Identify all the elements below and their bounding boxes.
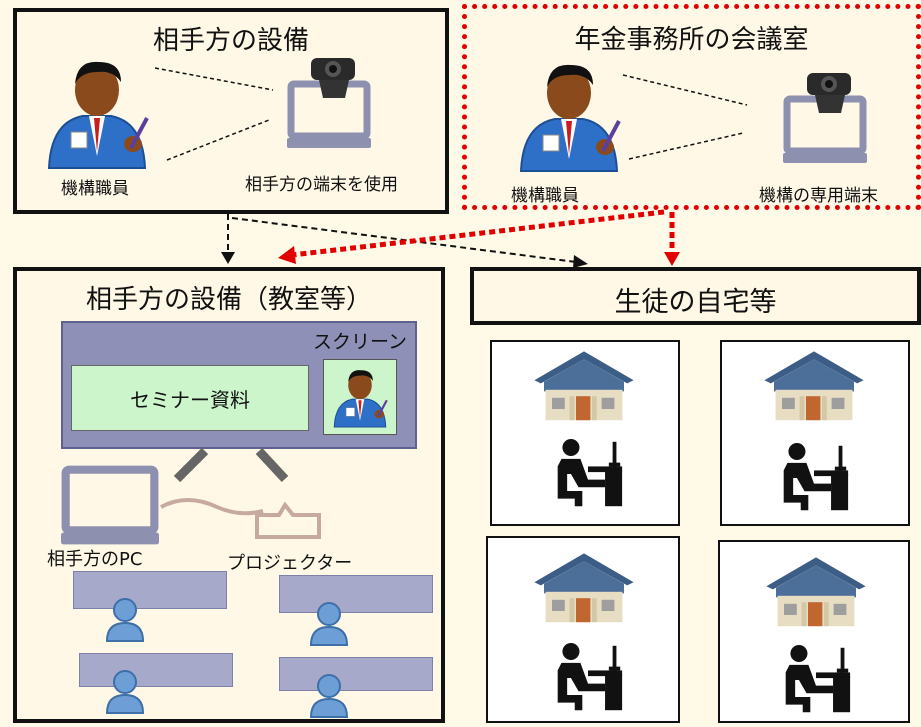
screen: スクリーン セミナー資料 — [61, 321, 417, 449]
desk-bar — [279, 575, 433, 613]
projector-icon — [255, 501, 321, 539]
partner-equipment-box: 相手方の設備 機構職員 相手方の端末を使用 — [13, 8, 449, 214]
person-icon — [106, 670, 144, 714]
house-icon — [764, 351, 864, 421]
staff-label: 機構職員 — [61, 179, 129, 199]
house-icon — [534, 553, 634, 623]
homes-title-box: 生徒の自宅等 — [470, 267, 921, 325]
partner-equipment-title: 相手方の設備 — [152, 26, 309, 56]
house-icon — [766, 557, 866, 627]
person-icon — [106, 598, 144, 642]
device-label: 機構の専用端末 — [759, 186, 878, 206]
house-icon — [534, 351, 634, 421]
projector-label: プロジェクター — [227, 553, 353, 574]
home-card — [490, 340, 680, 526]
seminar-material: セミナー資料 — [71, 365, 309, 431]
student-desk-icon — [557, 438, 623, 507]
home-card — [720, 340, 910, 526]
pension-office-title: 年金事務所の会議室 — [574, 25, 809, 55]
student-desk-icon — [557, 642, 623, 711]
classroom-title: 相手方の設備（教室等） — [85, 285, 372, 315]
screen-label: スクリーン — [312, 331, 407, 353]
connection-lines — [622, 74, 748, 160]
connection-lines — [154, 67, 274, 161]
seminar-label: セミナー資料 — [130, 387, 250, 412]
person-icon — [310, 602, 348, 646]
homes-title: 生徒の自宅等 — [614, 287, 777, 318]
student-desk-icon — [785, 644, 851, 713]
desk-bar — [279, 657, 433, 691]
laptop-icon — [61, 469, 159, 545]
person-icon — [310, 674, 348, 718]
pension-office-box: 年金事務所の会議室 機構職員 機構の専用端末 — [462, 4, 921, 210]
desk-bar — [79, 653, 233, 687]
pc-label: 相手方のPC — [47, 549, 143, 570]
student-desk-icon — [783, 442, 849, 511]
device-label: 相手方の端末を使用 — [245, 175, 398, 195]
home-card — [718, 540, 910, 723]
desk-bar — [73, 571, 227, 609]
screen-stand — [160, 447, 289, 516]
home-card — [486, 536, 680, 723]
classroom-box: 相手方の設備（教室等） スクリーン セミナー資料 相手方のPC プロジェクター — [13, 267, 445, 723]
staff-video — [323, 359, 397, 435]
staff-label: 機構職員 — [511, 186, 579, 206]
